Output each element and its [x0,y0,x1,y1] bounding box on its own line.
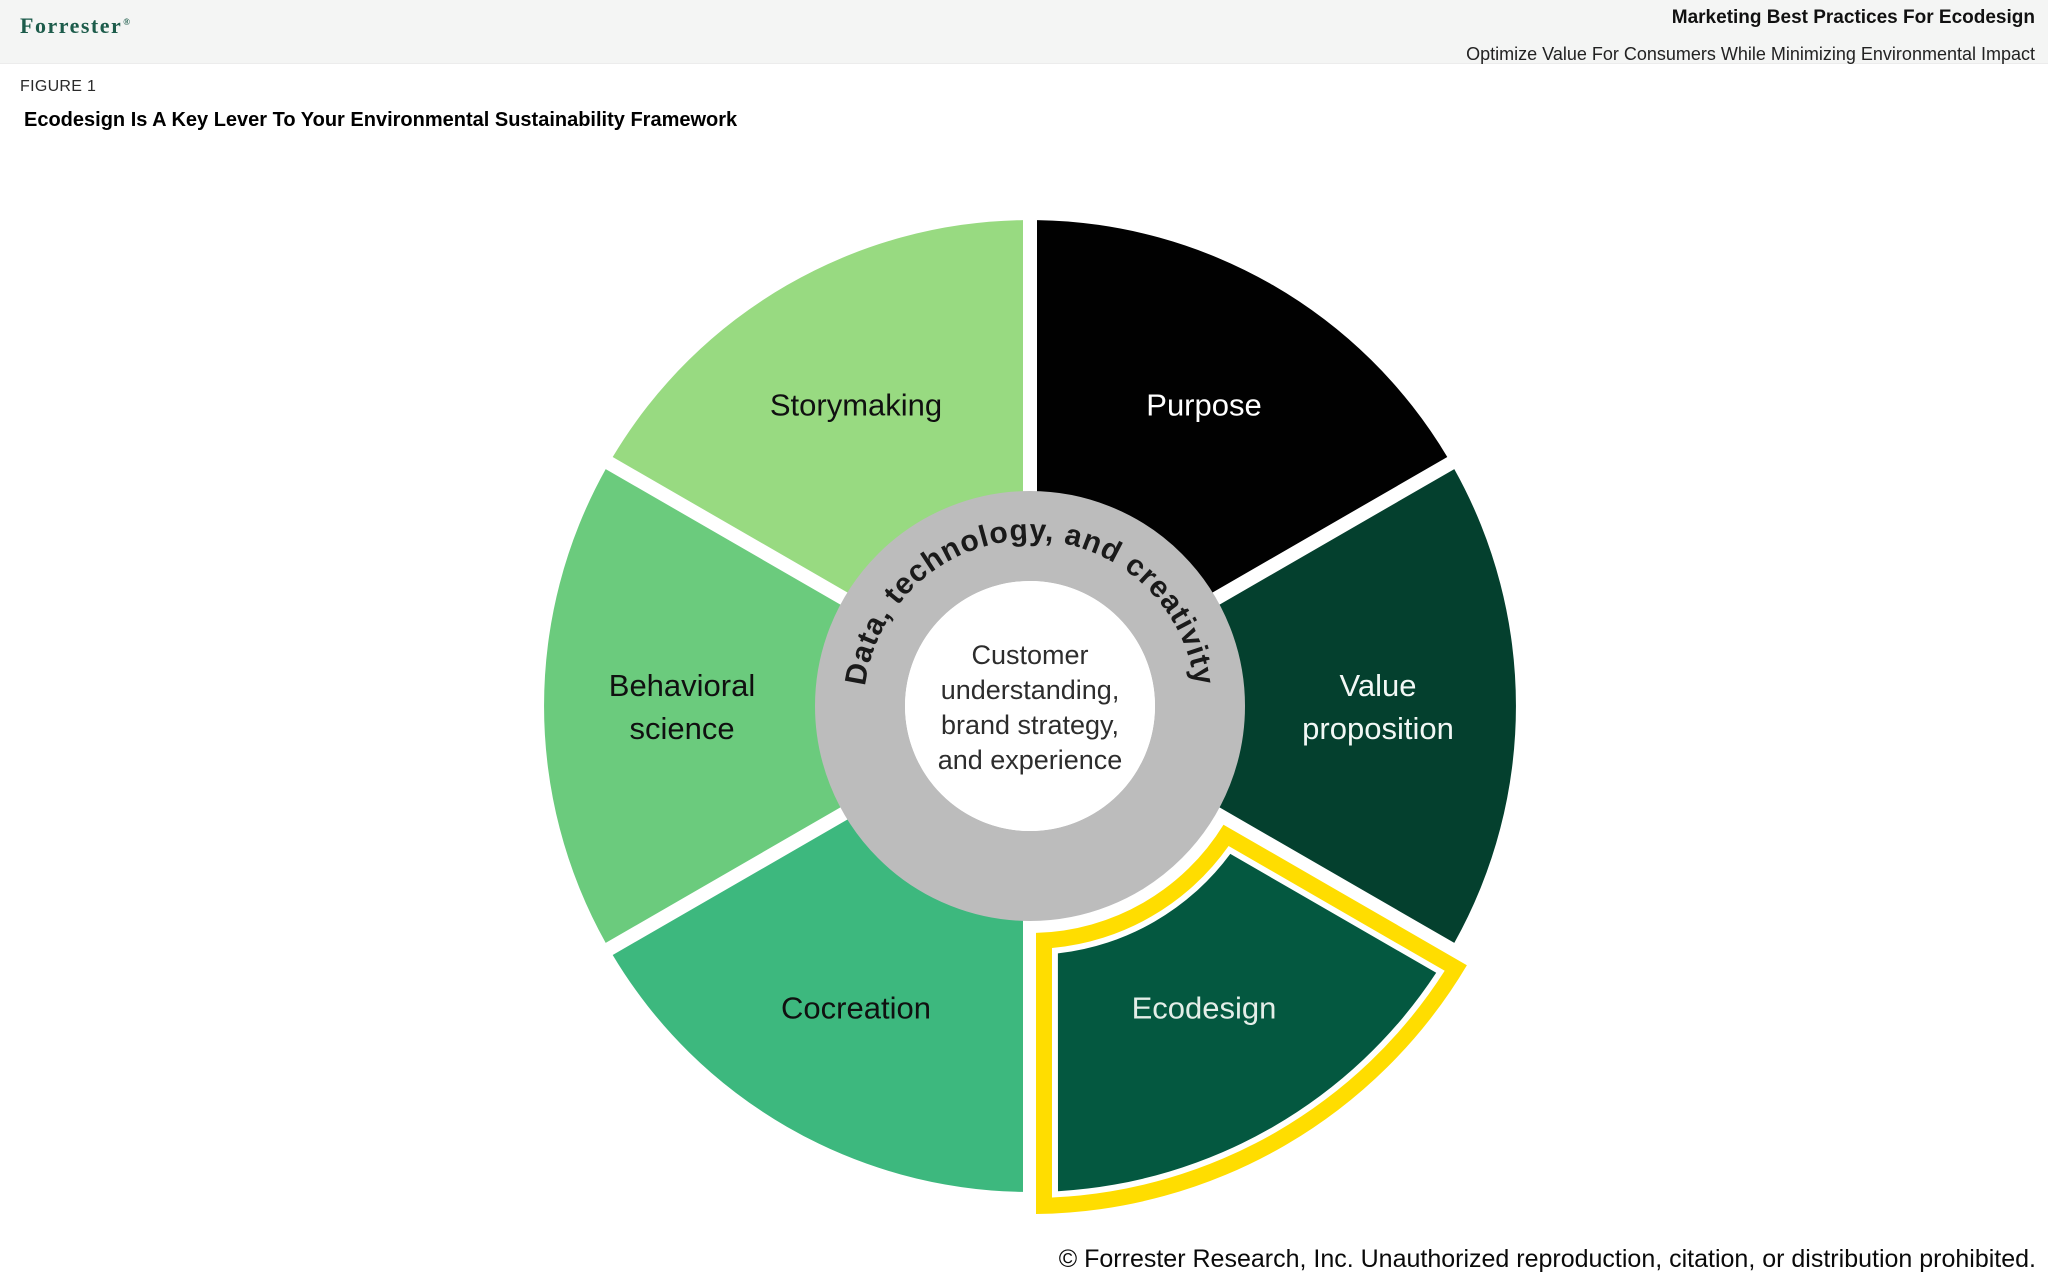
header-band: Forrester® Marketing Best Practices For … [0,0,2048,64]
segment-cocreation [612,814,1023,1192]
segment-label-storymaking: Storymaking [770,388,942,423]
document-title: Marketing Best Practices For Ecodesign [1671,7,2035,28]
segment-label-cocreation: Cocreation [781,990,931,1025]
copyright-notice: © Forrester Research, Inc. Unauthorized … [1058,1245,2036,1273]
segment-value-proposition [1210,469,1516,943]
center-circle [905,581,1155,831]
segment-ecodesign [1057,853,1437,1192]
header-right: Marketing Best Practices For Ecodesign O… [1466,0,2035,65]
segment-purpose [1037,220,1448,598]
figure-label: FIGURE 1 [20,78,97,95]
brand-name: Forrester [20,13,123,38]
figure-title: Ecodesign Is A Key Lever To Your Environ… [24,109,738,131]
forrester-logo: Forrester® [20,13,132,39]
framework-wheel-diagram: Data, technology, and creativityCustomer… [544,220,1516,1214]
registered-mark: ® [123,16,132,27]
center-ring [815,491,1245,921]
segment-storymaking [612,220,1023,598]
segment-label-purpose: Purpose [1146,388,1261,423]
segment-label-ecodesign: Ecodesign [1132,990,1277,1025]
document-subtitle: Optimize Value For Consumers While Minim… [1466,44,2035,64]
segment-behavioral-science [544,469,850,943]
